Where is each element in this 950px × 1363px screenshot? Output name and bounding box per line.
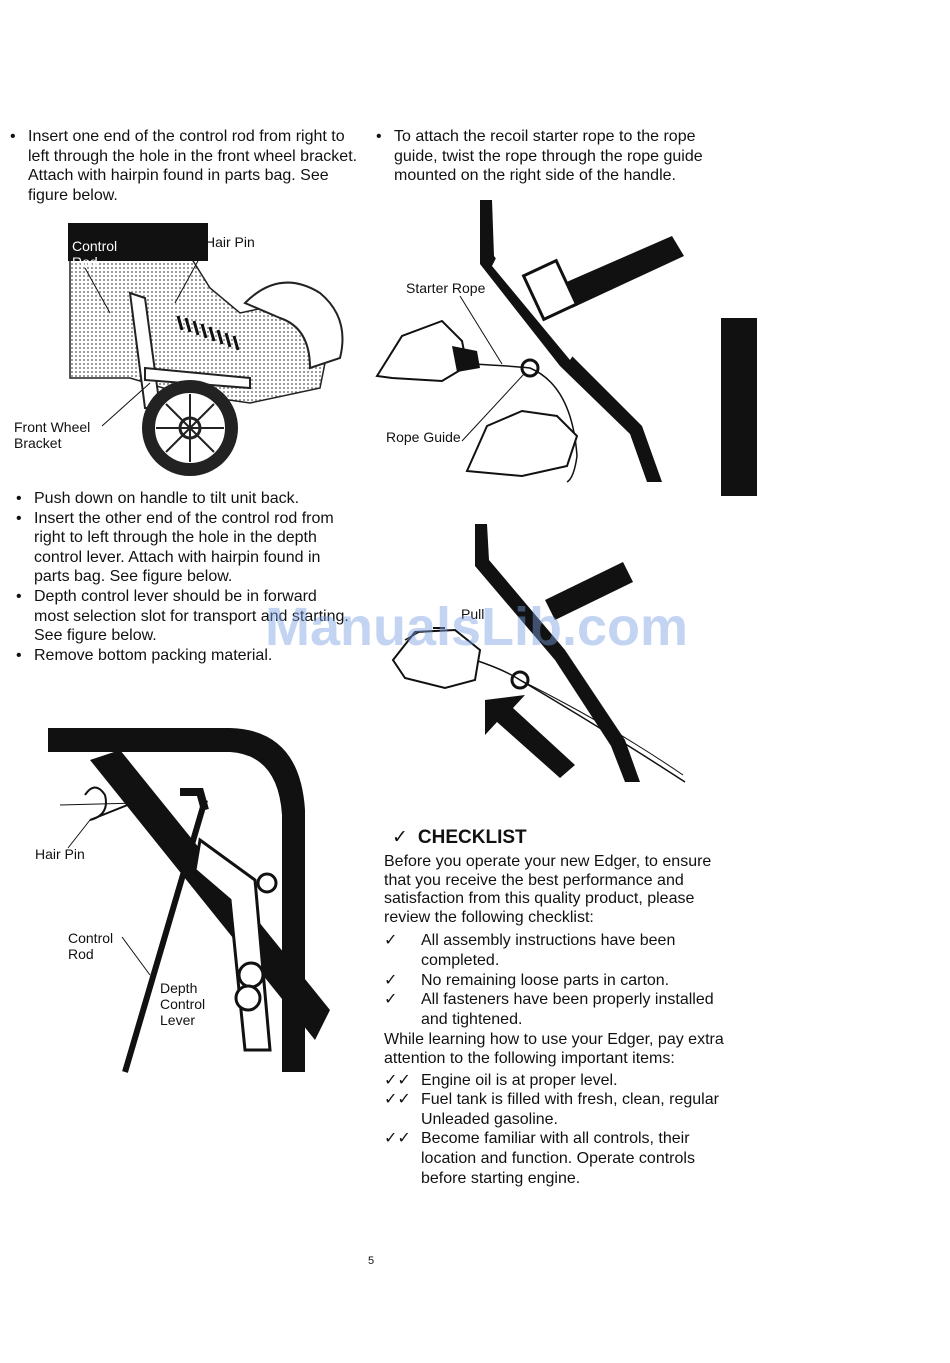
double-check-icon: ✓✓ (384, 1091, 411, 1109)
checklist-item: ✓All assembly instructions have been com… (384, 932, 676, 969)
checklist-heading: CHECKLIST (417, 827, 527, 848)
checklist-intro: Before you operate your new Edger, to en… (384, 853, 712, 926)
bullet-depth-control-lever: Depth control lever should be in forward… (14, 587, 349, 646)
figure-starter-rope: Starter Rope Rope Guide (372, 196, 717, 486)
bullet-push-down-handle: Push down on handle to tilt unit back. (14, 489, 349, 509)
double-check-icon: ✓✓ (384, 1071, 411, 1089)
important-items: ✓✓Engine oil is at proper level. ✓✓Fuel … (384, 1071, 734, 1189)
figure-pull-starter: Pull (385, 520, 690, 785)
bullet-remove-packing: Remove bottom packing material. (14, 646, 349, 666)
checklist-item: ✓All fasteners have been properly instal… (384, 991, 714, 1028)
bullet-insert-other-end: Insert the other end of the control rod … (14, 509, 349, 587)
label-pull: Pull (461, 606, 485, 622)
label-depth-control-lever: Depth Control Lever (160, 980, 206, 1028)
label-rope-guide: Rope Guide (386, 429, 461, 445)
checklist-items: ✓All assembly instructions have been com… (384, 931, 734, 1029)
label-control-rod-1: Control Rod (72, 238, 118, 270)
checklist-section: ✓ CHECKLIST Before you operate your new E… (384, 826, 734, 1188)
double-check-icon: ✓✓ (384, 1130, 411, 1148)
figure-front-wheel-bracket: Control Rod Hair Pin Front Wheel Bracket (10, 218, 370, 478)
learning-intro: While learning how to use your Edger, pa… (384, 1031, 724, 1067)
label-front-wheel-bracket: Front Wheel Bracket (14, 419, 91, 451)
check-icon: ✓ (384, 971, 398, 989)
important-item: ✓✓Become familiar with all controls, the… (384, 1130, 695, 1187)
label-control-rod-3: Control Rod (68, 930, 114, 962)
right-top-bullets: To attach the recoil starter rope to the… (374, 127, 734, 186)
label-starter-rope: Starter Rope (406, 280, 486, 296)
figure-depth-control-lever: Hair Pin Control Rod Depth Control Lever (30, 720, 340, 1080)
watermark: ManualsLib.com (265, 597, 689, 657)
checklist-heading-row: ✓ CHECKLIST (384, 826, 734, 849)
check-icon: ✓ (384, 932, 398, 950)
important-item: ✓✓Engine oil is at proper level. (384, 1071, 618, 1089)
checklist-item: ✓No remaining loose parts in carton. (384, 971, 670, 989)
left-middle-bullets: Push down on handle to tilt unit back. I… (14, 489, 349, 665)
label-hair-pin-3: Hair Pin (35, 846, 85, 862)
check-icon: ✓ (392, 827, 408, 848)
check-icon: ✓ (384, 991, 398, 1009)
bullet-attach-starter-rope: To attach the recoil starter rope to the… (374, 127, 734, 186)
important-item: ✓✓Fuel tank is filled with fresh, clean,… (384, 1091, 719, 1128)
section-tab-marker (721, 318, 757, 496)
bullet-insert-control-rod: Insert one end of the control rod from r… (8, 127, 358, 205)
page-number: 5 (368, 1255, 375, 1267)
label-hair-pin-1: Hair Pin (205, 234, 255, 250)
left-top-bullets: Insert one end of the control rod from r… (8, 127, 358, 205)
